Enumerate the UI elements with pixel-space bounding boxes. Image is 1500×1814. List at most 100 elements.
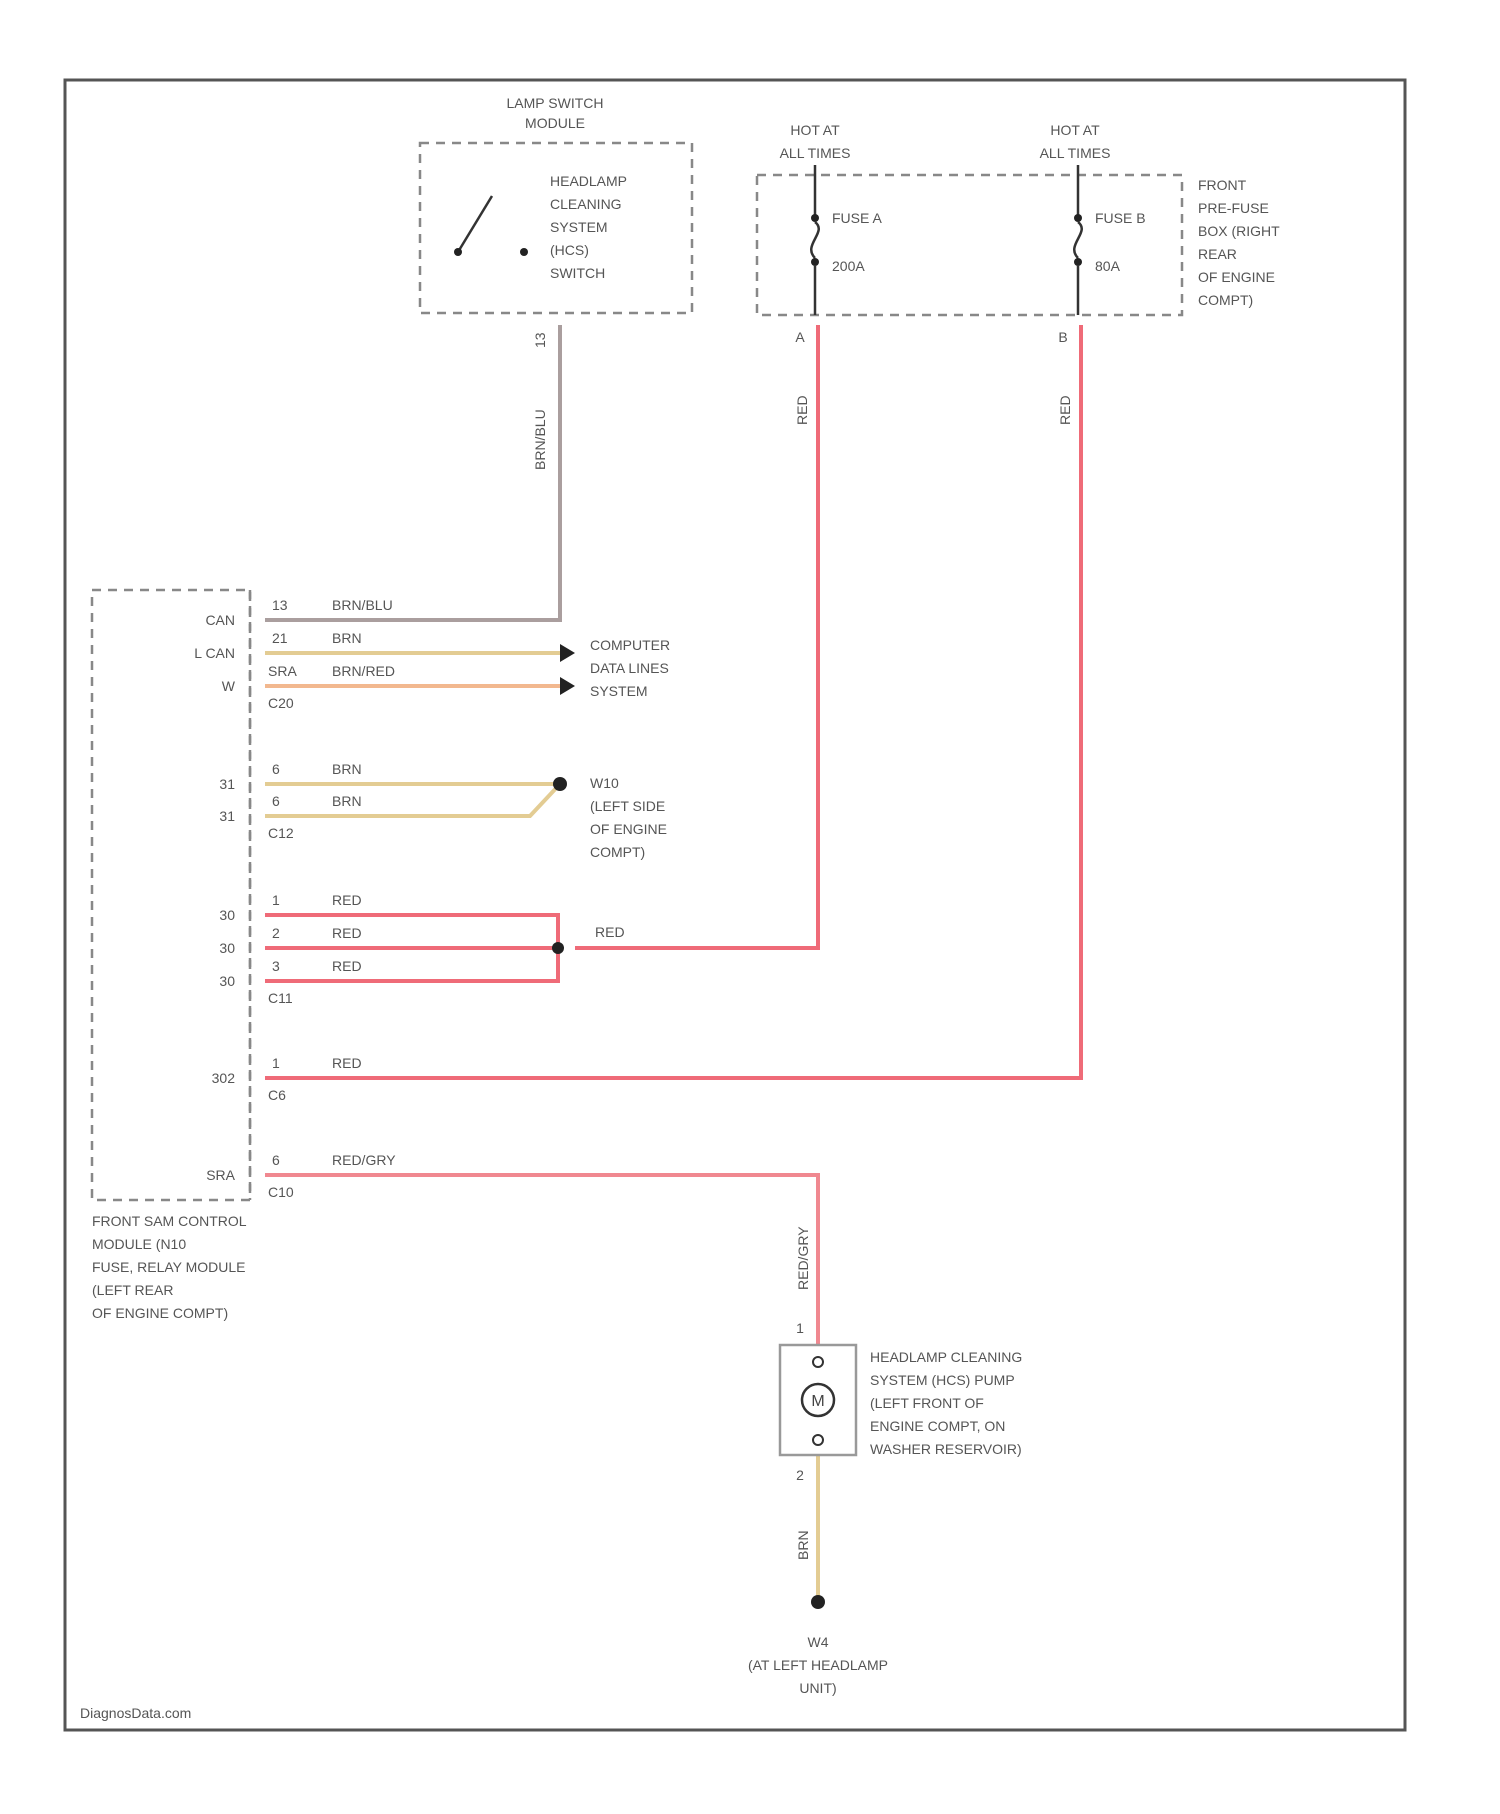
hcs-switch-label-3: SYSTEM (550, 219, 608, 235)
module-row-30c: 30 3 RED (219, 958, 361, 989)
pump-label-4: ENGINE COMPT, ON (870, 1418, 1005, 1434)
hot-label-2-line-2: ALL TIMES (1040, 145, 1111, 161)
watermark: DiagnosData.com (80, 1705, 191, 1721)
lamp-switch-pin: 13 (532, 332, 548, 348)
diagram-frame (65, 80, 1405, 1730)
ground-w10-label-4: COMPT) (590, 844, 645, 860)
pump-bottom-terminal (813, 1435, 823, 1445)
module-row-can: CAN 13 BRN/BLU (205, 597, 392, 628)
pump-motor-symbol: M (811, 1393, 824, 1410)
module-wire-w: BRN/RED (332, 663, 395, 679)
ground-w10-dot (553, 777, 567, 791)
module-row-w: W SRA BRN/RED (222, 663, 395, 694)
ground-w4-label-2: (AT LEFT HEADLAMP (748, 1657, 888, 1673)
module-wire-30b: RED (332, 925, 362, 941)
front-sam-label-5: OF ENGINE COMPT) (92, 1305, 228, 1321)
computer-data-label-2: DATA LINES (590, 660, 669, 676)
fuse-b-pin: B (1058, 329, 1067, 345)
hcs-switch-label-5: SWITCH (550, 265, 605, 281)
red-splice-wire-label: RED (595, 924, 625, 940)
fuse-a-top-dot (811, 214, 819, 222)
wire-red-fuse-b (265, 325, 1081, 1078)
module-connector-c20: C20 (268, 695, 294, 711)
module-pin-w: SRA (268, 663, 297, 679)
pump-label-2: SYSTEM (HCS) PUMP (870, 1372, 1015, 1388)
fuse-a-bottom-dot (811, 258, 819, 266)
pump-wire-bottom-label: BRN (795, 1530, 811, 1560)
fuse-a-amp: 200A (832, 258, 865, 274)
wire-brn-blu-can (265, 325, 560, 620)
hcs-switch-label-1: HEADLAMP (550, 173, 627, 189)
module-connector-c10: C10 (268, 1184, 294, 1200)
module-row-lcan: L CAN 21 BRN (194, 630, 361, 661)
fuse-b-top-dot (1074, 214, 1082, 222)
module-row-sra: SRA 6 RED/GRY (206, 1152, 396, 1183)
pump-pin-bottom: 2 (796, 1467, 804, 1483)
hcs-switch-label-2: CLEANING (550, 196, 622, 212)
module-pin-31b: 6 (272, 793, 280, 809)
hcs-switch-blade (458, 196, 492, 252)
pre-fuse-box-label-2: PRE-FUSE (1198, 200, 1269, 216)
pre-fuse-box-label-3: BOX (RIGHT (1198, 223, 1280, 239)
hot-label-2-line-1: HOT AT (1050, 122, 1100, 138)
ground-w4-label-1: W4 (808, 1634, 829, 1650)
module-wire-can: BRN/BLU (332, 597, 393, 613)
hcs-switch-pivot (454, 248, 462, 256)
module-connector-c11: C11 (268, 990, 293, 1006)
module-connector-c12: C12 (268, 825, 294, 841)
module-pin-lcan: 21 (272, 630, 288, 646)
arrow-brn-red (560, 677, 575, 695)
arrow-lcan (560, 644, 575, 662)
fuse-a-wire-label: RED (794, 395, 810, 425)
pump-wire-top-label: RED/GRY (795, 1226, 811, 1290)
module-pin-can: 13 (272, 597, 288, 613)
module-row-31b: 31 6 BRN (219, 793, 361, 824)
computer-data-label-3: SYSTEM (590, 683, 648, 699)
lamp-switch-title-1: LAMP SWITCH (507, 95, 604, 111)
module-term-30a: 30 (219, 907, 235, 923)
ground-w10-label-1: W10 (590, 775, 619, 791)
pump-label-1: HEADLAMP CLEANING (870, 1349, 1022, 1365)
fuse-b-element (1074, 222, 1082, 258)
fuse-b-amp: 80A (1095, 258, 1121, 274)
module-wire-30a: RED (332, 892, 362, 908)
module-wire-302: RED (332, 1055, 362, 1071)
wire-red-gry-pump (265, 1175, 818, 1345)
module-connector-c6: C6 (268, 1087, 286, 1103)
front-sam-label-4: (LEFT REAR (92, 1282, 173, 1298)
ground-w4-dot (811, 1595, 825, 1609)
front-sam-label-2: MODULE (N10 (92, 1236, 186, 1252)
module-term-can: CAN (205, 612, 235, 628)
fuse-b-bottom-dot (1074, 258, 1082, 266)
lamp-switch-title-2: MODULE (525, 115, 585, 131)
fuse-a-pin: A (795, 329, 805, 345)
module-term-30b: 30 (219, 940, 235, 956)
hcs-switch-contact (520, 248, 528, 256)
module-wire-31b: BRN (332, 793, 362, 809)
ground-w4-label-3: UNIT) (799, 1680, 836, 1696)
module-term-sra: SRA (206, 1167, 235, 1183)
pre-fuse-box-label-5: OF ENGINE (1198, 269, 1275, 285)
module-row-31a: 31 6 BRN (219, 761, 361, 792)
module-wire-31a: BRN (332, 761, 362, 777)
module-term-30c: 30 (219, 973, 235, 989)
module-wire-lcan: BRN (332, 630, 362, 646)
front-sam-label-1: FRONT SAM CONTROL (92, 1213, 247, 1229)
module-wire-sra: RED/GRY (332, 1152, 396, 1168)
ground-w10-label-2: (LEFT SIDE (590, 798, 665, 814)
module-pin-31a: 6 (272, 761, 280, 777)
module-term-31b: 31 (219, 808, 235, 824)
pre-fuse-box-label-1: FRONT (1198, 177, 1247, 193)
module-wire-30c: RED (332, 958, 362, 974)
module-pin-302: 1 (272, 1055, 280, 1071)
module-term-31a: 31 (219, 776, 235, 792)
module-row-30b: 30 2 RED (219, 925, 361, 956)
fuse-a-element (811, 222, 819, 258)
module-pin-30a: 1 (272, 892, 280, 908)
module-pin-30b: 2 (272, 925, 280, 941)
ground-w10-label-3: OF ENGINE (590, 821, 667, 837)
module-pin-30c: 3 (272, 958, 280, 974)
fuse-a-name: FUSE A (832, 210, 882, 226)
pump-label-3: (LEFT FRONT OF (870, 1395, 984, 1411)
